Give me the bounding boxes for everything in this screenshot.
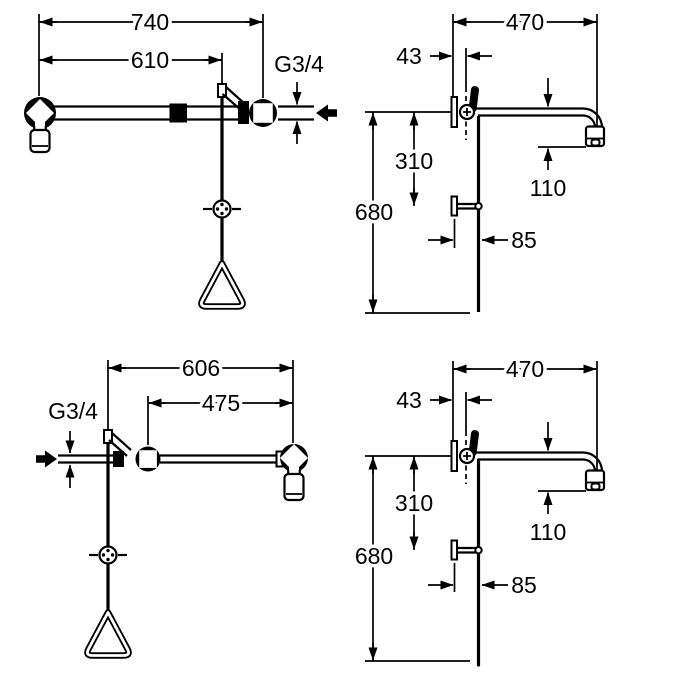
dimension-overall-width-top: 740 [38, 6, 264, 98]
dim-label-740: 740 [131, 9, 169, 35]
shower-head-bottom [280, 444, 308, 502]
side-view-bottom: 470 43 [351, 353, 606, 667]
shower-arm-side-top [474, 107, 606, 148]
dim-label-g34-top: G3/4 [274, 51, 324, 77]
dim-label-606: 606 [182, 355, 220, 381]
handle-bracket-bottom [450, 539, 483, 561]
dimension-outlet-drop-bottom: 110 [526, 422, 586, 549]
triangle-handle-top [198, 260, 246, 310]
swivel-joint-bottom [135, 446, 161, 472]
shower-arm-top [54, 101, 249, 124]
dimension-handle-drop-bottom: 310 [391, 456, 437, 550]
ball-joint-top [203, 199, 241, 219]
dim-label-110-bottom: 110 [530, 519, 567, 545]
dim-label-g34-bottom: G3/4 [48, 398, 98, 424]
ball-joint-bottom [89, 545, 127, 565]
dim-label-43-top: 43 [396, 43, 422, 69]
dim-label-310-bottom: 310 [395, 490, 433, 516]
inlet-stub-bottom [58, 454, 113, 464]
front-view-bottom: 606 475 G3/4 [36, 352, 308, 659]
nozzle-cup-bottom [283, 472, 305, 502]
dim-label-470-bottom: 470 [506, 356, 544, 382]
shower-head-top [24, 97, 56, 154]
dimension-wall-offset-top: 43 [393, 40, 492, 140]
dimension-overall-drop-top: 680 [351, 112, 397, 313]
dim-label-680-top: 680 [355, 199, 393, 225]
dimension-thread-top: G3/4 [271, 48, 328, 144]
valve-body-bottom [458, 447, 476, 465]
dimension-overall-width-bottom: 606 [107, 352, 294, 443]
dimension-handle-reach-bottom: 85 [428, 563, 540, 602]
dim-label-43-bottom: 43 [396, 387, 422, 413]
dim-label-680-bottom: 680 [355, 543, 393, 569]
valve-body-top [458, 103, 476, 121]
dim-label-610: 610 [131, 47, 169, 73]
dimension-overall-drop-bottom: 680 [351, 456, 397, 661]
handle-bracket-top [450, 195, 483, 217]
dimension-outlet-drop-top: 110 [526, 78, 586, 205]
dimension-arm-length-bottom: 475 [147, 387, 293, 445]
dimension-arm-length-top: 610 [39, 44, 223, 84]
dimension-arm-reach-top: 470 [452, 6, 598, 126]
flow-inlet-arrow-top [316, 104, 337, 122]
pipe-coupling [169, 103, 187, 123]
nozzle-cup [29, 128, 51, 154]
elbow-fitting-bottom [113, 451, 124, 467]
dim-label-470-top: 470 [506, 9, 544, 35]
dim-label-110-top: 110 [530, 175, 567, 201]
dimension-thread-bottom: G3/4 [45, 395, 102, 488]
dimension-wall-offset-bottom: 43 [393, 384, 492, 484]
dimension-arm-reach-bottom: 470 [452, 353, 598, 470]
dimension-handle-reach-top: 85 [428, 219, 540, 257]
front-view-top: 740 610 G3/4 [24, 6, 337, 310]
wall-plate-bottom [450, 440, 458, 472]
elbow-fitting [238, 101, 249, 124]
dim-label-310-top: 310 [395, 148, 433, 174]
rod-bracket-bottom [103, 429, 132, 467]
dim-label-85-bottom: 85 [511, 572, 537, 598]
dimension-handle-drop-top: 310 [391, 112, 437, 206]
side-view-top: 470 43 [351, 6, 606, 314]
dim-label-85-top: 85 [511, 227, 537, 253]
wall-plate-top [450, 96, 458, 128]
dim-label-475: 475 [202, 390, 240, 416]
shower-arm-side-bottom [474, 451, 606, 492]
flow-inlet-arrow-bottom [36, 450, 57, 468]
triangle-handle-bottom [84, 609, 132, 659]
wall-flange-top [249, 99, 277, 127]
shower-arm-bottom [160, 450, 284, 468]
